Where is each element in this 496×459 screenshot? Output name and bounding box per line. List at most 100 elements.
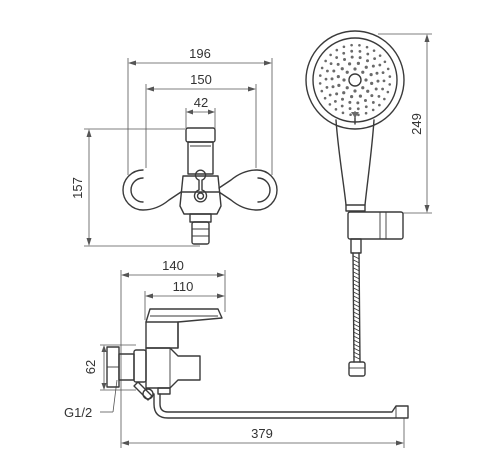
nozzle-dot xyxy=(386,90,390,94)
nozzle-dot xyxy=(350,55,354,59)
nozzle-dot xyxy=(340,104,344,108)
nozzle-dot xyxy=(378,103,381,107)
dimension-label-249: 249 xyxy=(409,113,424,135)
dimension-label-140: 140 xyxy=(162,258,184,273)
nozzle-dot xyxy=(375,71,379,75)
nozzle-dot xyxy=(383,97,386,101)
nozzle-dot xyxy=(356,101,360,105)
dimension-label-42: 42 xyxy=(194,95,208,110)
nozzle-dot xyxy=(342,78,346,82)
nozzle-dot xyxy=(369,72,373,77)
nozzle-dot xyxy=(347,62,352,66)
nozzle-dot xyxy=(328,93,332,97)
nozzle-dot xyxy=(335,48,339,52)
nozzle-dot xyxy=(334,108,338,111)
dimension-110: 110 xyxy=(145,279,225,299)
side-view: 140 110 62 379 G1/2 xyxy=(64,258,409,448)
nozzle-dot xyxy=(329,62,333,66)
nozzle-dot xyxy=(364,78,368,82)
dimension-379: 379 xyxy=(121,426,404,446)
nozzle-dot xyxy=(366,89,370,93)
nozzle-dot xyxy=(373,57,377,61)
nozzle-dot xyxy=(329,53,332,57)
nozzle-dot xyxy=(364,111,368,115)
hand-shower-view: 249 xyxy=(305,30,432,377)
dimension-249: 249 xyxy=(409,34,430,213)
nozzle-dot xyxy=(318,82,322,85)
nozzle-pattern xyxy=(318,43,392,117)
nozzle-dot xyxy=(365,45,369,49)
nozzle-dot xyxy=(370,81,374,85)
nozzle-dot xyxy=(331,85,335,89)
nozzle-dot xyxy=(378,54,382,57)
nozzle-dot xyxy=(320,66,324,70)
nozzle-dot xyxy=(356,61,360,65)
nozzle-dot xyxy=(371,64,375,68)
nozzle-dot xyxy=(377,94,381,98)
shower-hose xyxy=(348,238,366,377)
nozzle-dot xyxy=(330,77,334,81)
nozzle-dot xyxy=(366,52,370,56)
nozzle-dot xyxy=(348,100,352,104)
nozzle-dot xyxy=(320,89,324,93)
nozzle-dot xyxy=(361,86,365,90)
nozzle-dot xyxy=(357,113,360,117)
nozzle-dot xyxy=(358,56,362,60)
nozzle-dot xyxy=(335,56,339,59)
nozzle-dot xyxy=(388,83,392,86)
nozzle-dot xyxy=(366,59,369,63)
nozzle-dot xyxy=(337,83,341,88)
dimension-196: 196 xyxy=(128,46,272,66)
nozzle-dot xyxy=(371,101,375,104)
nozzle-dot xyxy=(335,92,339,96)
nozzle-dot xyxy=(353,89,357,93)
nozzle-dot xyxy=(358,43,361,47)
dimension-label-110: 110 xyxy=(173,279,194,294)
nozzle-dot xyxy=(349,113,352,117)
shower-handle xyxy=(335,119,404,240)
nozzle-dot xyxy=(340,67,344,71)
shower-head xyxy=(305,30,405,130)
nozzle-dot xyxy=(388,75,392,78)
nozzle-dot xyxy=(318,74,322,77)
nozzle-dot xyxy=(361,70,365,74)
dimension-62: 62 xyxy=(83,345,107,390)
nozzle-dot xyxy=(382,79,386,83)
dimension-label-157: 157 xyxy=(70,177,85,199)
dimension-157: 157 xyxy=(70,129,92,246)
nozzle-dot xyxy=(386,67,390,71)
nozzle-dot xyxy=(353,67,357,71)
nozzle-dot xyxy=(345,70,349,74)
nozzle-dot xyxy=(336,75,340,79)
thread-label: G1/2 xyxy=(64,405,92,420)
nozzle-dot xyxy=(378,63,382,67)
nozzle-dot xyxy=(376,79,380,83)
nozzle-dot xyxy=(364,65,368,69)
nozzle-dot xyxy=(358,94,363,98)
mixer-body-side xyxy=(106,308,409,419)
nozzle-dot xyxy=(343,58,347,62)
nozzle-dot xyxy=(324,59,327,63)
dimension-140: 140 xyxy=(121,258,225,278)
dimension-label-196: 196 xyxy=(189,46,211,61)
nozzle-dot xyxy=(325,85,329,89)
nozzle-dot xyxy=(363,98,367,102)
dimension-label-379: 379 xyxy=(251,426,273,441)
dimension-150: 150 xyxy=(146,72,256,92)
nozzle-dot xyxy=(333,99,337,103)
nozzle-dot xyxy=(342,45,346,49)
nozzle-dot xyxy=(342,91,346,95)
nozzle-dot xyxy=(350,49,354,53)
nozzle-dot xyxy=(381,87,384,91)
nozzle-dot xyxy=(372,49,376,52)
nozzle-dot xyxy=(348,107,352,110)
dimension-label-62: 62 xyxy=(83,360,98,374)
nozzle-dot xyxy=(356,107,360,111)
nozzle-dot xyxy=(341,97,344,101)
nozzle-dot xyxy=(381,71,385,75)
nozzle-dot xyxy=(332,69,336,73)
front-view: 196 150 42 157 xyxy=(70,46,278,247)
nozzle-dot xyxy=(374,87,378,91)
nozzle-dot xyxy=(370,94,374,98)
